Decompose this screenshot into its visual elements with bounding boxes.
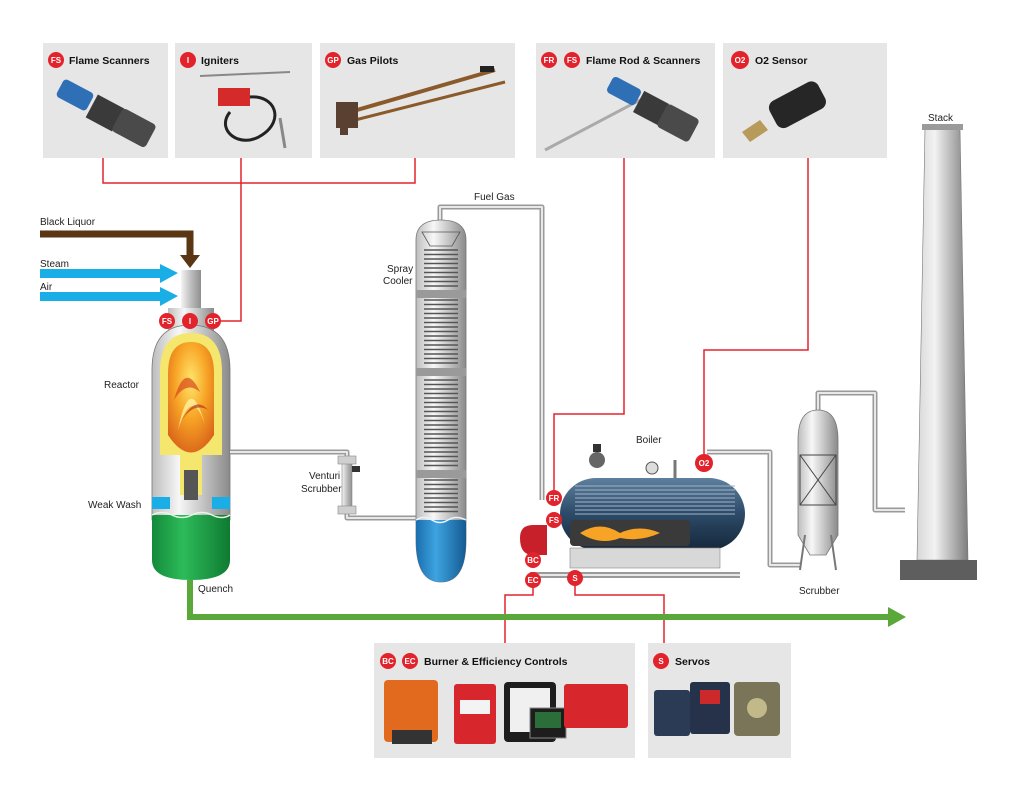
label-spray-cooler: Cooler (383, 276, 413, 287)
badge-fr-icon (546, 490, 562, 506)
badge-ec-icon (402, 653, 418, 669)
flame-rod-icon (544, 76, 699, 152)
label-weak-wash: Weak Wash (88, 500, 141, 511)
badge-label: GP (327, 56, 339, 65)
panel-title: Flame Rod & Scanners (586, 55, 701, 67)
label-venturi: Venturi (309, 471, 340, 482)
panel-burner-efficiency-controls: BC EC Burner & Efficiency Controls (374, 643, 635, 758)
boiler-unit (520, 444, 745, 569)
flame-scanner-icon (56, 79, 156, 147)
label-stack: Stack (928, 113, 954, 124)
label-air: Air (40, 282, 53, 293)
badge-label: FS (51, 56, 62, 65)
steam-arrow (40, 264, 178, 283)
burner-controller-icons (384, 680, 628, 744)
label-steam: Steam (40, 259, 69, 270)
red-connector-lines (102, 158, 809, 643)
panel-flame-scanners: FS Flame Scanners (43, 43, 168, 158)
quench-outflow-arrow (187, 580, 906, 627)
gas-pilot-icon (336, 66, 506, 135)
venturi-scrubber (337, 455, 360, 515)
panel-servos: S Servos (648, 643, 791, 758)
badge-bc-icon (525, 552, 541, 568)
label-scrubber: Scrubber (799, 586, 840, 597)
badge-fs-icon (48, 52, 64, 68)
badge-label: BC (382, 657, 394, 666)
spray-cooler-vessel (415, 219, 467, 583)
badge-label: FS (549, 516, 560, 525)
badge-fs-icon (546, 512, 562, 528)
badge-bc-icon (380, 653, 396, 669)
panel-gas-pilots: GP Gas Pilots (320, 43, 515, 158)
badge-fr-icon (541, 52, 557, 68)
badge-s-icon (567, 570, 583, 586)
label-reactor: Reactor (104, 380, 140, 391)
badge-o2-icon (695, 454, 713, 472)
label-black-liquor: Black Liquor (40, 217, 96, 228)
panel-igniters: I Igniters (175, 43, 312, 158)
air-arrow (40, 287, 178, 306)
badge-label: FR (544, 56, 555, 65)
badge-ec-icon (525, 572, 541, 588)
badge-i-icon (180, 52, 196, 68)
label-fuel-gas: Fuel Gas (474, 192, 515, 203)
badge-label: S (658, 657, 664, 666)
badge-label: I (187, 56, 189, 65)
badge-label: FS (162, 317, 173, 326)
panel-flame-rod-scanners: FR FS Flame Rod & Scanners (536, 43, 715, 158)
scrubber-vessel (797, 409, 839, 571)
badge-label: O2 (699, 459, 710, 468)
badge-label: FR (549, 494, 560, 503)
reactor-badges: FS I GP (159, 313, 221, 329)
badge-label: GP (207, 317, 219, 326)
badge-gp-icon (205, 313, 221, 329)
label-spray: Spray (387, 264, 413, 275)
panel-title: Servos (675, 656, 710, 668)
stack-chimney (900, 124, 977, 580)
o2-sensor-icon (742, 81, 826, 142)
badge-label: S (572, 574, 578, 583)
badge-o2-icon (731, 51, 749, 69)
panel-o2-sensor: O2 O2 Sensor (723, 43, 887, 158)
panel-title: Gas Pilots (347, 55, 399, 67)
panel-title: Burner & Efficiency Controls (424, 656, 568, 668)
panel-title: Flame Scanners (69, 55, 150, 67)
reactor-vessel (151, 270, 231, 580)
badge-label: I (189, 317, 191, 326)
badge-label: EC (527, 576, 538, 585)
badge-i-icon (182, 313, 198, 329)
label-venturi-scrubber: Scrubber (301, 484, 342, 495)
badge-fs-icon (159, 313, 175, 329)
badge-fs-icon (564, 52, 580, 68)
badge-label: BC (527, 556, 539, 565)
servo-icons (654, 682, 780, 736)
black-liquor-arrow (40, 230, 200, 268)
igniter-icon (199, 71, 291, 149)
badge-label: FS (567, 56, 578, 65)
badge-label: O2 (735, 56, 746, 65)
badge-label: EC (404, 657, 415, 666)
panel-title: O2 Sensor (755, 55, 808, 67)
badge-s-icon (653, 653, 669, 669)
label-boiler: Boiler (636, 435, 662, 446)
boiler-badges: FR FS BC EC S O2 (525, 454, 713, 588)
panel-title: Igniters (201, 55, 239, 67)
badge-gp-icon (325, 52, 341, 68)
label-quench: Quench (198, 584, 233, 595)
